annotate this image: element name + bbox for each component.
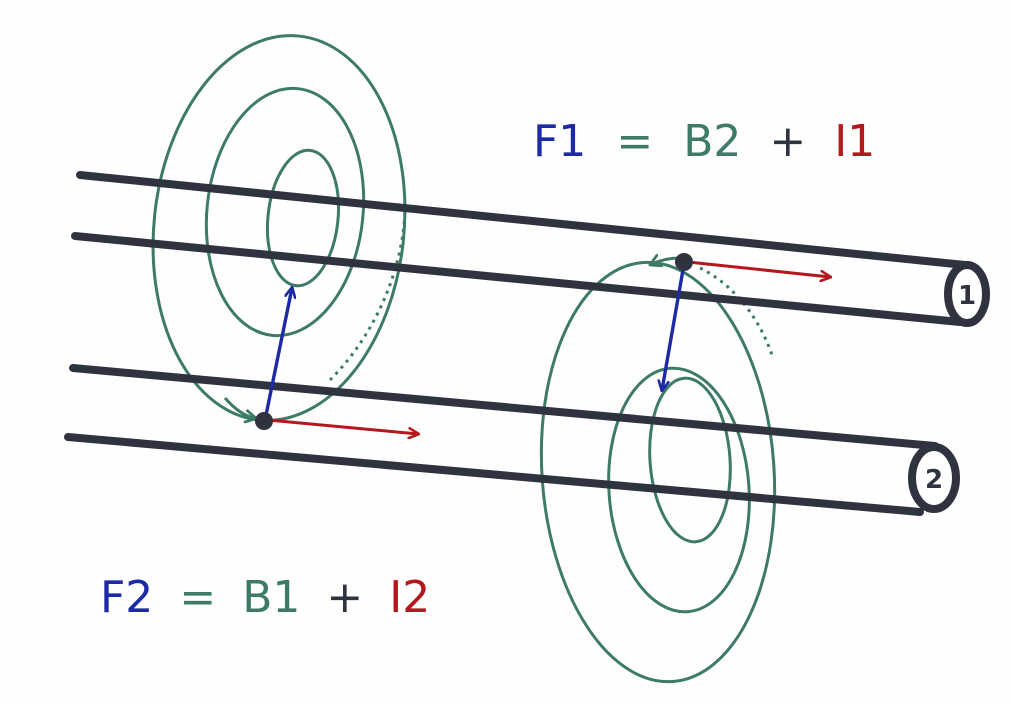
field-ring-inner-2 <box>648 376 732 544</box>
equation-1-current: I1 <box>834 116 875 167</box>
force-arrow-1 <box>662 262 686 390</box>
vectors-wire-1 <box>662 253 830 390</box>
wire-2-top-edge <box>69 364 939 450</box>
wire-1-label: 1 <box>958 281 976 311</box>
field-ring-middle-2 <box>607 366 751 614</box>
wire-2 <box>64 364 960 516</box>
wire-2-bottom-edge <box>64 433 924 516</box>
equation-1-plus: + <box>769 116 806 167</box>
charge-point-2 <box>255 412 273 430</box>
equation-2-field: B1 <box>242 572 300 623</box>
current-arrow-1 <box>686 260 830 277</box>
wire-1 <box>71 171 990 327</box>
field-ring-dotted-1 <box>328 204 407 382</box>
equation-2-equals: = <box>179 572 216 623</box>
charge-point-1 <box>675 253 693 271</box>
field-arrow-1 <box>223 397 254 418</box>
field-ring-outer-1 <box>151 34 407 422</box>
wire-2-label: 2 <box>925 465 943 495</box>
equation-2: F2 = B1 + I2 <box>100 572 430 623</box>
wire-1-top-edge <box>76 171 969 269</box>
wire-1-end-cap <box>944 261 990 327</box>
field-rings-wire-1 <box>151 34 407 433</box>
field-ring-middle-1 <box>204 86 366 338</box>
equation-2-current: I2 <box>389 572 430 623</box>
field-ring-inner-1 <box>265 148 341 288</box>
vectors-wire-2 <box>255 288 418 434</box>
field-ring-dotted-2 <box>699 266 774 356</box>
field-ring-outer-2 <box>539 260 777 684</box>
equation-1-equals: = <box>616 116 653 167</box>
current-arrow-2 <box>266 418 418 434</box>
wire-1-bottom-edge <box>71 232 964 326</box>
equation-2-force: F2 <box>100 572 153 623</box>
force-arrow-2 <box>263 288 292 422</box>
wire-2-end-cap <box>908 443 960 513</box>
field-rings-wire-2 <box>539 254 777 684</box>
equation-2-plus: + <box>326 572 363 623</box>
equation-1-force: F1 <box>533 116 586 167</box>
equation-1: F1 = B2 + I1 <box>533 116 875 167</box>
equation-1-field: B2 <box>683 116 741 167</box>
